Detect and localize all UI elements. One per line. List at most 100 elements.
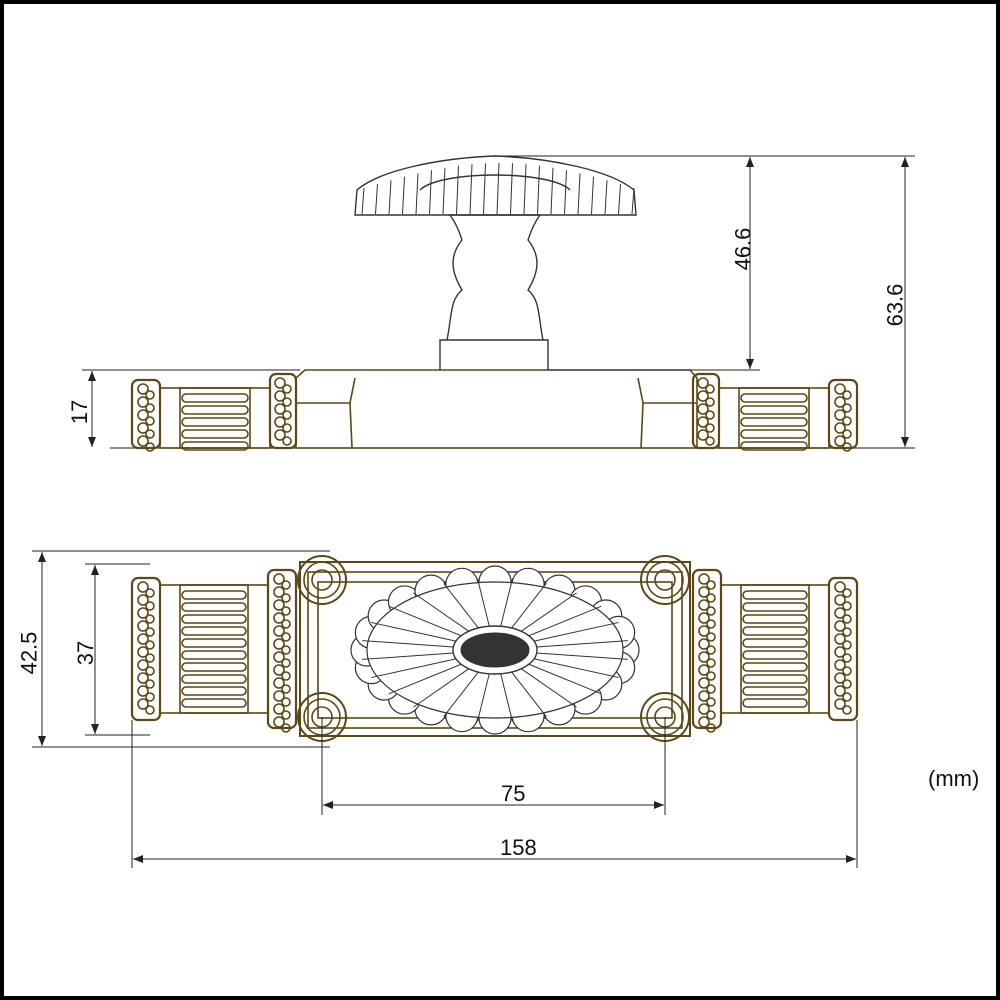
scroll-ornament [691,372,721,450]
scroll-curl [281,658,291,668]
scroll-curl [706,606,716,616]
scroll-curl [698,664,710,676]
rosette-center-knurl [460,632,530,668]
rosette-petal-line [443,670,481,717]
scroll-curl [281,632,291,642]
scroll-curl [273,586,285,598]
rosette-petal-line [362,652,456,660]
scroll-curl [145,601,155,611]
rosette-petal-line [371,621,459,643]
scroll-curl [273,612,285,624]
mounting-boss [297,555,347,605]
scroll-curl [281,710,291,720]
scroll-curl [834,435,846,447]
rosette-petal-line [534,652,628,660]
scroll-curl [145,588,155,598]
scroll-curl [137,396,149,408]
scroll-curl [145,416,155,426]
rosette-petal-line [509,670,547,717]
scroll-curl [834,607,846,619]
knob-petal-line [618,184,621,215]
scroll-curl [706,671,716,681]
rosette-petal-line [413,592,471,633]
scroll-curl [842,666,852,676]
scroll-curl [137,594,149,606]
dim-hole-spacing-label: 75 [501,781,526,806]
dim-end-width-label: 37 [73,640,99,666]
scroll-curl [834,685,846,697]
scroll-ornament [268,372,298,450]
flute [742,662,808,672]
dim-base-height-label: 17 [67,399,93,425]
rosette-petal-line [509,583,547,630]
scroll-curl [842,403,852,413]
scroll-curl [137,383,149,395]
knob-petal-line [537,165,540,215]
scroll-curl [834,422,846,434]
scroll-curl [698,573,710,585]
scroll-curl [842,390,852,400]
scroll-curl [137,422,149,434]
flute [740,441,808,451]
knob-petal-arc [419,174,571,191]
rosette-petal-line [526,662,602,695]
dimension-lines [32,155,915,868]
scroll-curl [698,586,710,598]
flute [181,393,249,403]
flute [742,650,808,660]
knob-petal-line [604,180,608,215]
scroll-curl [273,677,285,689]
knob-petal-line [523,164,527,215]
scroll-curl [137,672,149,684]
scroll-curl [145,640,155,650]
scroll-curl [834,581,846,593]
fluted-section [179,387,251,449]
scroll-curl [273,651,285,663]
knob-petal-line [510,163,513,215]
rosette-petal-line [388,662,464,695]
scroll-curl [281,580,291,590]
scroll-curl [842,416,852,426]
knob-petal-line [429,170,432,215]
scroll-curl [145,679,155,689]
knob-petal-line [577,173,581,215]
scroll-curl [834,594,846,606]
rosette-petal-line [443,583,481,630]
scroll-curl [842,429,852,439]
scroll-curl [281,619,291,629]
scroll-curl [697,390,709,402]
scroll-curl [698,612,710,624]
mounting-hole [311,569,333,591]
rosette-petal-line [477,671,491,722]
knob-petal-line [415,173,419,215]
flute [181,590,247,600]
base-chamfer [296,377,697,449]
scroll-curl [706,632,716,642]
scroll-curl [137,698,149,710]
scroll-curl [273,664,285,676]
scroll-curl [281,606,291,616]
collar [159,584,269,714]
flute [742,602,808,612]
flute [181,626,247,636]
scroll-curl [273,716,285,728]
scroll-curl [145,692,155,702]
rosette-petal-line [519,592,577,633]
scroll-curl [706,723,716,733]
scroll-curl [705,436,715,446]
scroll-curl [698,599,710,611]
scroll-curl [273,573,285,585]
base-plate [295,369,698,449]
knob-petal-line [442,167,446,215]
scroll-curl [706,580,716,590]
units-label: (mm) [928,766,980,791]
flute [742,638,808,648]
scroll-curl [282,410,292,420]
scroll-curl [145,403,155,413]
flute [181,405,249,415]
fluted-section [740,584,810,714]
scroll-curl [137,435,149,447]
fluted-section [738,387,810,449]
